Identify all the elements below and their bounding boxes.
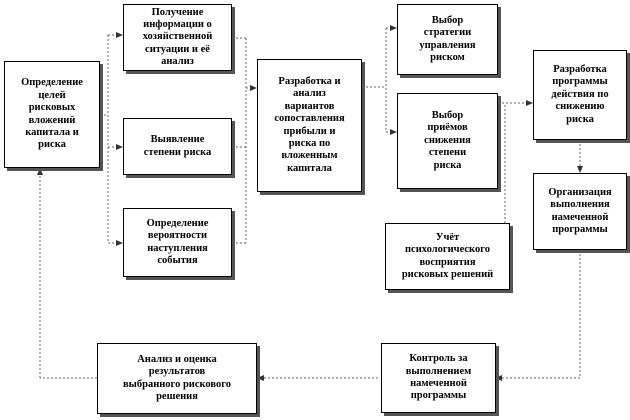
box-get-info: Получение информации о хозяйственной сит… <box>123 4 232 71</box>
box-program-label: Разработка программы действия по снижени… <box>551 64 609 125</box>
box-risk-degree-label: Выявление степени риска <box>143 134 212 158</box>
box-psychology: Учёт психологического восприятия рисковы… <box>385 223 510 290</box>
box-control: Контроль за выполнением намеченной прогр… <box>381 343 496 413</box>
box-methods-label: Выбор приёмов снижения степени риска <box>424 110 471 171</box>
box-methods: Выбор приёмов снижения степени риска <box>397 93 498 189</box>
arrowhead-probability <box>116 240 123 246</box>
box-define-goals: Определение целей рисковых вложений капи… <box>4 61 100 168</box>
box-psychology-label: Учёт психологического восприятия рисковы… <box>401 231 494 280</box>
box-develop-analysis: Разработка и анализ вариантов сопоставле… <box>257 59 362 192</box>
arrowhead-goals <box>37 168 43 175</box>
arrowhead-info <box>116 32 123 38</box>
box-risk-degree: Выявление степени риска <box>123 118 232 175</box>
box-get-info-label: Получение информации о хозяйственной сит… <box>142 6 213 68</box>
arrowhead-degree <box>116 144 123 150</box>
arrowhead-methods <box>390 129 397 135</box>
box-program: Разработка программы действия по снижени… <box>533 50 627 140</box>
arrowhead-control <box>495 375 502 381</box>
arrowhead-analysis <box>257 375 264 381</box>
box-probability: Определение вероятности наступления собы… <box>123 208 232 277</box>
box-probability-label: Определение вероятности наступления собы… <box>146 217 209 266</box>
box-strategy-label: Выбор стратегии управления риском <box>419 14 476 63</box>
arrowhead-strategy <box>390 25 397 31</box>
box-organization-label: Организация выполнения намеченной програ… <box>548 186 612 235</box>
box-strategy: Выбор стратегии управления риском <box>397 4 498 75</box>
arrowhead-develop <box>250 85 257 91</box>
box-control-label: Контроль за выполнением намеченной прогр… <box>405 353 472 402</box>
box-develop-analysis-label: Разработка и анализ вариантов сопоставле… <box>274 76 345 174</box>
box-organization: Организация выполнения намеченной програ… <box>533 173 627 250</box>
box-analysis-results-label: Анализ и оценка результатов выбранного р… <box>123 353 231 402</box>
box-analysis-results: Анализ и оценка результатов выбранного р… <box>97 343 257 414</box>
box-define-goals-label: Определение целей рисковых вложений капи… <box>21 77 83 151</box>
arrowhead-program <box>526 100 533 106</box>
arrowhead-organization <box>577 166 583 173</box>
